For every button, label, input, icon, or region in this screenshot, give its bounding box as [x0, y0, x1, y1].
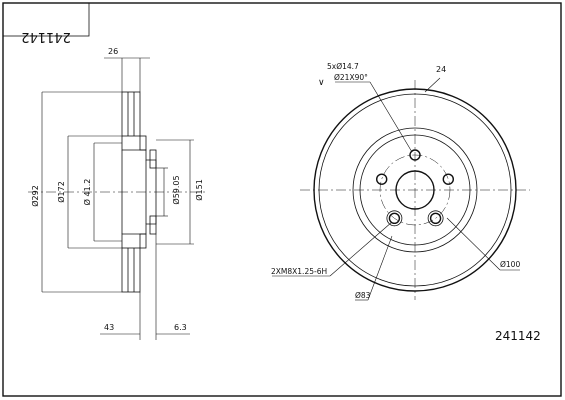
threaded-hole: [386, 210, 403, 227]
front-view: 5xØ14.7 ∨ Ø21X90° 24 2XM8X1.25-6H Ø100 Ø…: [271, 62, 530, 301]
chamfer-label: Ø21X90°: [334, 73, 368, 82]
bolt-hole: [442, 173, 454, 185]
title-block: 241142: [2, 2, 90, 44]
hat-section-top: [121, 136, 157, 192]
bolt-hole: [409, 149, 421, 161]
hat-circle: [359, 134, 471, 246]
bolt-hole: [388, 212, 401, 225]
thickness-min-label: 24: [436, 65, 446, 74]
hat-thickness-label: 6.3: [174, 323, 187, 332]
pcd-label: Ø100: [500, 260, 520, 269]
center-bore: [395, 170, 435, 210]
diameter-172-label: Ø172: [56, 181, 66, 203]
width-dimension-label: 26: [108, 47, 118, 56]
pcd-circle: [379, 154, 451, 226]
drawing-border: [2, 2, 562, 397]
thread-label: 2XM8X1.25-6H: [271, 267, 327, 276]
title-block-number: 241142: [21, 29, 71, 44]
holes-label: 5xØ14.7: [327, 62, 359, 71]
hub-diameter-label: Ø151: [194, 179, 204, 201]
center-bore-label: Ø59.05: [171, 175, 181, 204]
side-section-view: 26 Ø292 Ø172 Ø 41.2 Ø59.05 Ø151 43 6.3: [28, 47, 205, 340]
hat-section-bottom: [121, 192, 157, 248]
threaded-hole: [427, 210, 444, 227]
diameter-41-2-label: Ø 41.2: [82, 179, 92, 206]
bolt-hole: [376, 173, 388, 185]
chamfer-symbol: ∨: [318, 78, 325, 88]
part-number: 241142: [495, 329, 541, 343]
offset-label: 43: [104, 323, 114, 332]
bolt-hole: [429, 212, 442, 225]
bolt-holes: [376, 149, 454, 225]
friction-ring-top: [121, 91, 141, 137]
friction-inner-edge: [352, 127, 478, 253]
outer-diameter-label: Ø292: [30, 185, 40, 207]
small-circle-label: Ø83: [355, 291, 371, 300]
friction-ring-bottom: [121, 247, 141, 293]
rotor-outer-circle: [313, 88, 517, 292]
rotor-inner-circle: [318, 93, 512, 287]
